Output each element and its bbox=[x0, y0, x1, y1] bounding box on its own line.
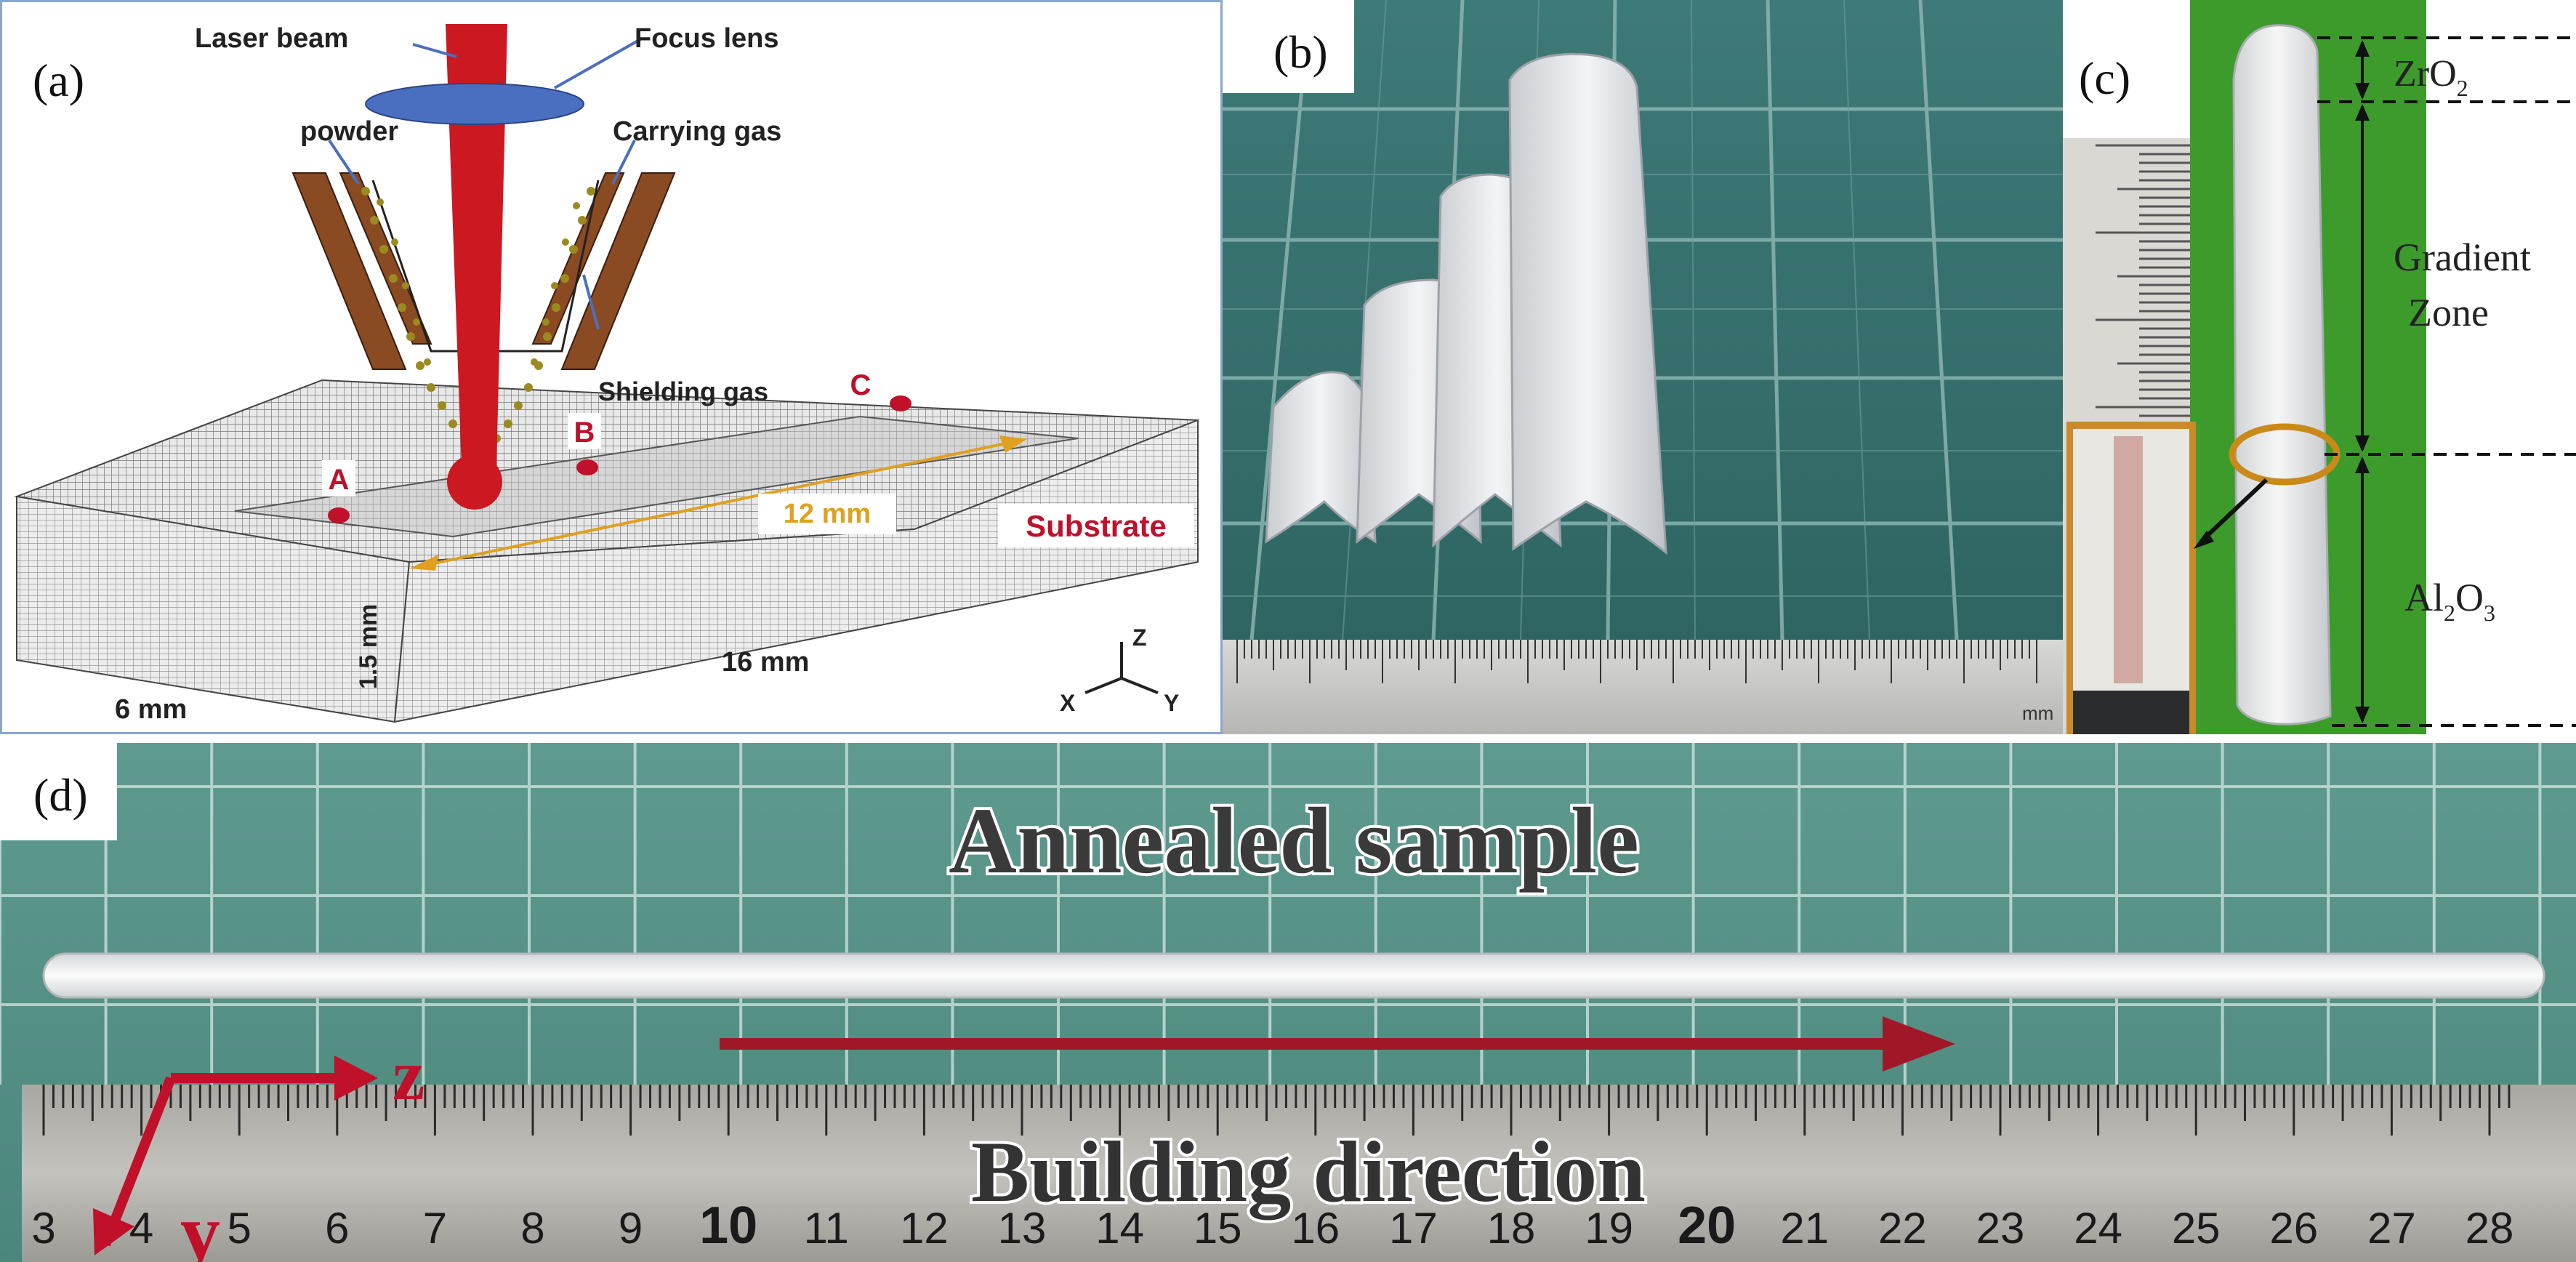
nozzle-left-outer bbox=[291, 172, 407, 370]
ruler-number: 11 bbox=[804, 1204, 849, 1253]
point-b-label: B bbox=[574, 417, 595, 449]
ruler-number: 17 bbox=[1389, 1204, 1438, 1253]
ruler-number: 20 bbox=[1678, 1197, 1736, 1255]
ruler-number: 15 bbox=[1194, 1204, 1242, 1253]
label-al2o3: Al2O3 bbox=[2404, 576, 2495, 626]
ruler-number: 4 bbox=[129, 1204, 153, 1253]
point-a-label: A bbox=[329, 464, 350, 496]
ruler-number: 3 bbox=[31, 1204, 55, 1253]
ruler-number: 6 bbox=[325, 1204, 349, 1253]
ruler-number: 7 bbox=[423, 1204, 447, 1253]
ruler-number: 19 bbox=[1585, 1204, 1633, 1253]
panel-a-schematic: 12 mm Laser beam F bbox=[0, 0, 1223, 734]
ruler-number: 9 bbox=[619, 1204, 643, 1253]
ruler-number: 12 bbox=[900, 1204, 949, 1253]
panel-b-label: (b) bbox=[1223, 0, 1354, 93]
panel-d-label: (d) bbox=[0, 743, 117, 840]
ruler-number: 23 bbox=[1976, 1204, 2025, 1253]
label-carrying-gas: Carrying gas bbox=[613, 116, 781, 147]
focus-lens bbox=[365, 83, 584, 125]
length-label-box bbox=[758, 494, 896, 534]
axis-triad bbox=[1084, 642, 1159, 694]
label-gradient: Gradient bbox=[2394, 236, 2531, 279]
nozzle-right-outer bbox=[560, 172, 676, 370]
label-focus-lens: Focus lens bbox=[635, 23, 779, 54]
panel-c-label: (c) bbox=[2063, 0, 2181, 138]
label-laser-beam: Laser beam bbox=[195, 23, 348, 54]
ruler-b bbox=[1223, 640, 2063, 734]
inset-pointer bbox=[2199, 478, 2269, 544]
ruler-number: 26 bbox=[2269, 1204, 2318, 1253]
ruler-number: 22 bbox=[1878, 1204, 1927, 1253]
ruler-d-numbers: 3 4 5 6 7 8 9 10 11 12 13 14 15 16 17 18 19 20 21 22 23 24 25 2… bbox=[31, 1197, 2513, 1255]
ruler-number: 25 bbox=[2172, 1204, 2221, 1253]
axis-z-label: Z bbox=[1132, 624, 1147, 651]
ruler-d-ticks bbox=[42, 1085, 2511, 1136]
ruler-number: 24 bbox=[2074, 1204, 2122, 1253]
ruler-b-ticks bbox=[1236, 640, 2037, 683]
zone-boundaries bbox=[2317, 36, 2576, 727]
melt-pool bbox=[447, 454, 502, 510]
panel-c-photo: ZrO2 Gradient Zone Al2O3 (c) bbox=[2063, 0, 2576, 734]
point-a-marker bbox=[328, 507, 350, 523]
ruler-b-unit: mm bbox=[2022, 702, 2053, 724]
ruler-number: 16 bbox=[1291, 1204, 1340, 1253]
ruler-number: 21 bbox=[1780, 1204, 1829, 1253]
label-zone: Zone bbox=[2408, 291, 2489, 334]
label-shielding-gas: Shielding gas bbox=[598, 377, 768, 406]
label-powder: powder bbox=[300, 116, 398, 147]
title-annealed-sample: Annealed sample bbox=[949, 789, 1639, 893]
ruler-number: 27 bbox=[2367, 1204, 2416, 1253]
dim-1-5mm: 1.5 mm bbox=[355, 604, 382, 689]
ruler-number: 14 bbox=[1095, 1204, 1144, 1253]
label-substrate: Substrate bbox=[1026, 509, 1167, 543]
ruler-d bbox=[22, 1085, 2576, 1262]
lmd-schematic: 12 mm Laser beam F bbox=[14, 23, 1199, 725]
ruler-number: 10 bbox=[699, 1197, 757, 1255]
ruler-number: 18 bbox=[1487, 1204, 1536, 1253]
graded-rod bbox=[2232, 24, 2332, 726]
ruler-number: 28 bbox=[2466, 1204, 2514, 1253]
axis-z-label-d: z bbox=[393, 1034, 424, 1115]
label-building-direction: Building direction bbox=[971, 1123, 1646, 1221]
dim-6mm: 6 mm bbox=[115, 694, 187, 725]
length-arrow bbox=[423, 441, 1013, 567]
length-label: 12 mm bbox=[784, 499, 871, 529]
panel-b-photo: mm (b) bbox=[1223, 0, 2063, 734]
point-b-marker bbox=[576, 459, 598, 475]
ruler-number: 5 bbox=[228, 1204, 251, 1253]
axis-y-label-d: y bbox=[180, 1188, 220, 1262]
point-c-label: C bbox=[850, 369, 872, 401]
annealed-rod bbox=[42, 952, 2545, 999]
ruler-number: 8 bbox=[520, 1204, 544, 1253]
point-c-marker bbox=[890, 395, 911, 411]
axis-y-label: Y bbox=[1164, 690, 1179, 716]
rod-4 bbox=[1508, 52, 1667, 555]
dim-16mm: 16 mm bbox=[722, 647, 809, 678]
panel-a-label: (a) bbox=[33, 55, 85, 106]
yz-axes bbox=[100, 1073, 349, 1247]
laser-beam bbox=[446, 24, 507, 467]
label-zro2: ZrO2 bbox=[2394, 53, 2468, 101]
ruler-c-ticks bbox=[2096, 144, 2190, 417]
axis-x-label: X bbox=[1060, 690, 1076, 716]
panel-d-photo: 3 4 5 6 7 8 9 10 11 12 13 14 15 16 17 18 19 20 21 22 23 24 25 2… bbox=[0, 743, 2576, 1262]
ruler-number: 13 bbox=[998, 1204, 1047, 1253]
